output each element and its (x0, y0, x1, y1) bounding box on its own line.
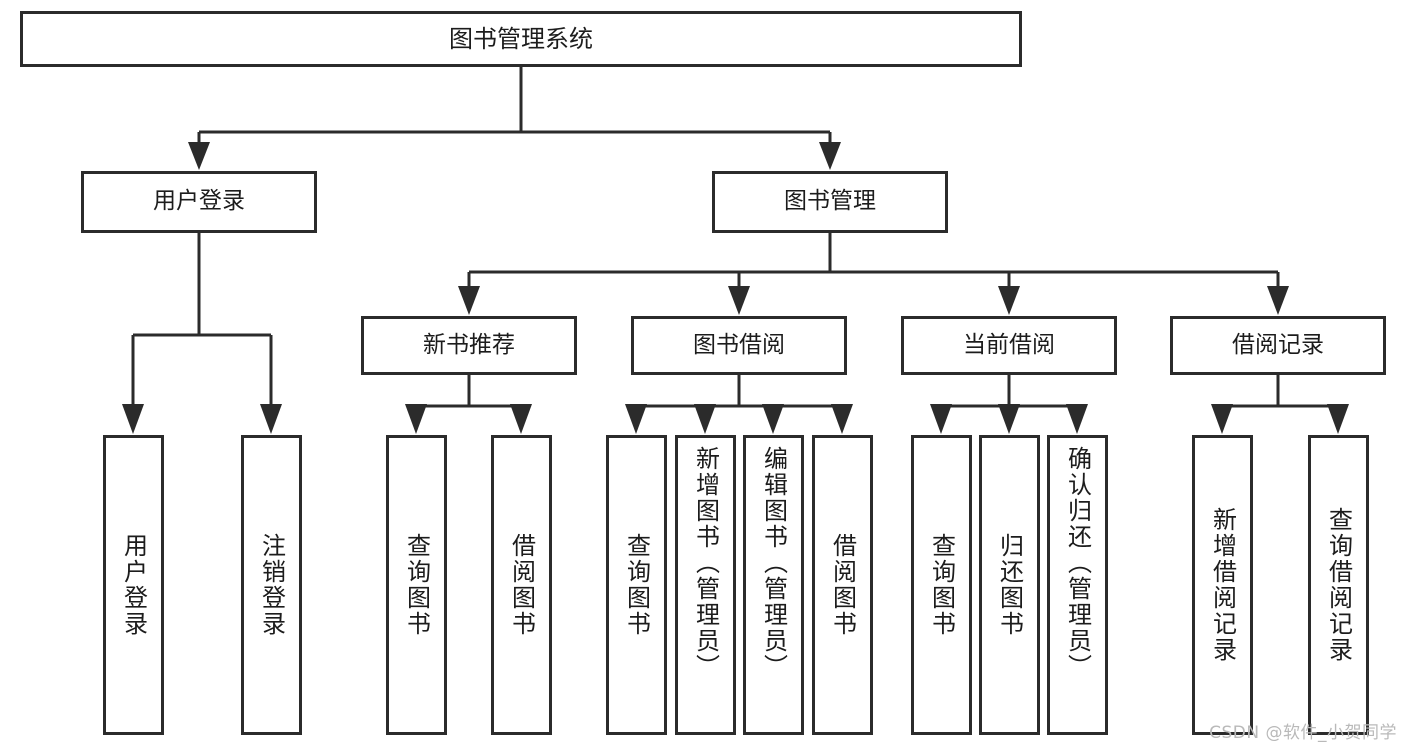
leaf-recommend-query-book[interactable]: 查询图书 (386, 435, 447, 735)
node-borrow-record[interactable]: 借阅记录 (1170, 316, 1386, 375)
node-new-book-recommend[interactable]: 新书推荐 (361, 316, 577, 375)
arrowhead-book-borrow (728, 286, 750, 315)
arrowhead-leaf-current-confirm (1066, 404, 1088, 434)
node-label: 图书管理 (784, 188, 876, 215)
node-label: 注销登录 (257, 533, 286, 637)
node-book-management[interactable]: 图书管理 (712, 171, 948, 233)
arrowhead-new-book-recommend (458, 286, 480, 315)
leaf-borrow-query-book[interactable]: 查询图书 (606, 435, 667, 735)
arrowhead-leaf-logout (260, 404, 282, 434)
arrowhead-leaf-recommend-query (405, 404, 427, 434)
node-label: 图书借阅 (693, 331, 785, 358)
node-label: 借阅图书 (828, 533, 857, 637)
leaf-logout[interactable]: 注销登录 (241, 435, 302, 735)
node-label: 编辑图书（管理员） (759, 446, 788, 680)
node-label: 确认归还（管理员） (1063, 446, 1092, 680)
leaf-current-confirm-return-admin[interactable]: 确认归还（管理员） (1047, 435, 1108, 735)
node-root-book-management-system[interactable]: 图书管理系统 (20, 11, 1022, 67)
node-label: 借阅图书 (507, 533, 536, 637)
arrowhead-user-login (188, 142, 210, 170)
arrowhead-current-borrow (998, 286, 1020, 315)
arrowhead-leaf-borrow-edit (762, 404, 784, 434)
node-label: 借阅记录 (1232, 331, 1324, 358)
arrowhead-leaf-current-query (930, 404, 952, 434)
node-label: 用户登录 (119, 533, 148, 637)
arrowhead-leaf-borrow-query (625, 404, 647, 434)
arrowhead-leaf-borrow-add (694, 404, 716, 434)
leaf-user-login[interactable]: 用户登录 (103, 435, 164, 735)
leaf-current-return-book[interactable]: 归还图书 (979, 435, 1040, 735)
node-label: 新增借阅记录 (1208, 507, 1237, 663)
arrowhead-leaf-record-add (1211, 404, 1233, 434)
arrowhead-leaf-record-query (1327, 404, 1349, 434)
leaf-borrow-lend-book[interactable]: 借阅图书 (812, 435, 873, 735)
node-label: 查询图书 (622, 533, 651, 637)
leaf-current-query-book[interactable]: 查询图书 (911, 435, 972, 735)
node-label: 图书管理系统 (449, 24, 593, 53)
arrowhead-book-mgmt (819, 142, 841, 170)
node-current-borrow[interactable]: 当前借阅 (901, 316, 1117, 375)
node-label: 当前借阅 (963, 331, 1055, 358)
leaf-borrow-add-book-admin[interactable]: 新增图书（管理员） (675, 435, 736, 735)
arrowhead-leaf-user-login (122, 404, 144, 434)
arrowhead-leaf-current-return (998, 404, 1020, 434)
node-user-login[interactable]: 用户登录 (81, 171, 317, 233)
node-label: 查询图书 (927, 533, 956, 637)
leaf-record-add[interactable]: 新增借阅记录 (1192, 435, 1253, 735)
node-label: 查询图书 (402, 533, 431, 637)
leaf-record-query[interactable]: 查询借阅记录 (1308, 435, 1369, 735)
node-label: 查询借阅记录 (1324, 507, 1353, 663)
arrowhead-borrow-record (1267, 286, 1289, 315)
node-label: 用户登录 (153, 188, 245, 215)
node-book-borrow[interactable]: 图书借阅 (631, 316, 847, 375)
arrowhead-leaf-recommend-borrow (510, 404, 532, 434)
leaf-recommend-borrow-book[interactable]: 借阅图书 (491, 435, 552, 735)
node-label: 新书推荐 (423, 331, 515, 358)
node-label: 归还图书 (995, 533, 1024, 637)
node-label: 新增图书（管理员） (691, 446, 720, 680)
leaf-borrow-edit-book-admin[interactable]: 编辑图书（管理员） (743, 435, 804, 735)
arrowhead-leaf-borrow-lend (831, 404, 853, 434)
